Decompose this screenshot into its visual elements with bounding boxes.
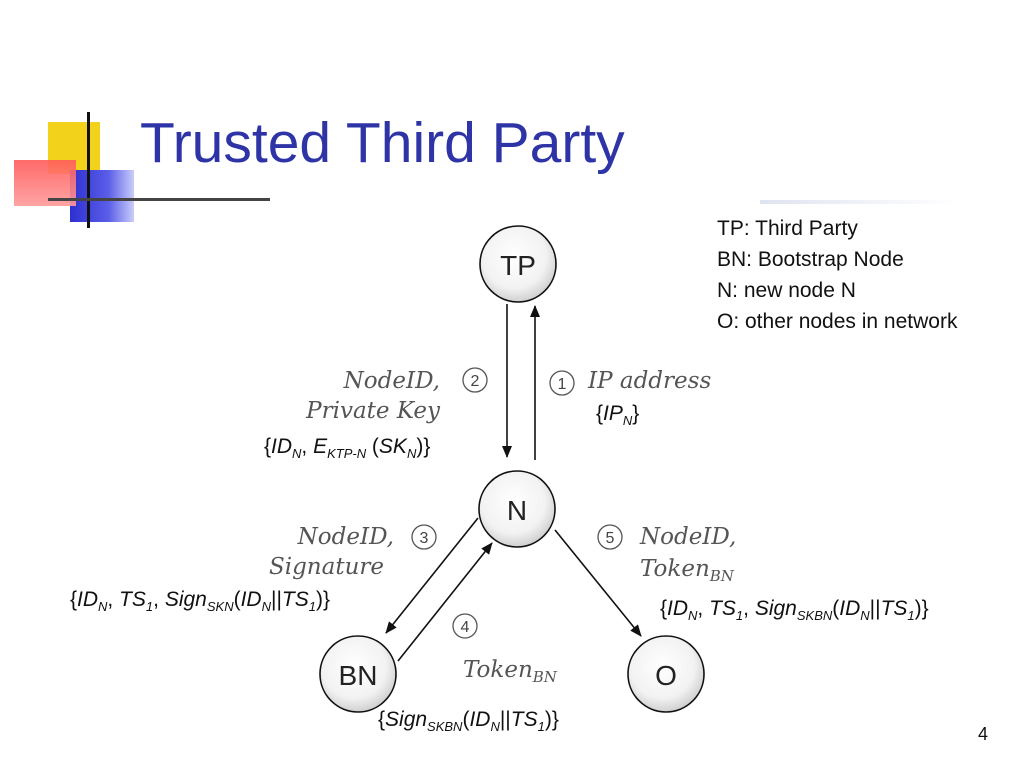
step-1-label: IP address	[587, 368, 711, 394]
step-1-badge: 1	[549, 370, 575, 396]
svg-text:2: 2	[471, 373, 480, 390]
decor-horizontal-line	[48, 198, 270, 201]
page-number: 4	[978, 724, 989, 744]
svg-text:1: 1	[558, 376, 567, 393]
step-5-label-line2: TokenBN	[640, 556, 735, 585]
title-underline	[760, 200, 960, 204]
arrow-n-to-bn	[385, 517, 479, 634]
annotation-ip: {IPN}	[596, 402, 640, 428]
svg-text:TokenBN: TokenBN	[463, 657, 558, 686]
step-3-label-line1: NodeID,	[297, 524, 394, 550]
step-5-badge: 5	[597, 524, 623, 550]
step-5-label-line1: NodeID,	[639, 524, 736, 550]
legend-item-tp: TP: Third Party	[717, 217, 858, 240]
legend-item-n: N: new node N	[717, 279, 856, 302]
slide-title: Trusted Third Party	[140, 111, 625, 175]
node-n: N	[478, 470, 556, 548]
svg-text:TokenBN: TokenBN	[640, 556, 735, 585]
legend: TP: Third Party BN: Bootstrap Node N: ne…	[717, 213, 957, 337]
step-4-label: TokenBN	[463, 657, 558, 686]
arrow-bn-to-n	[397, 542, 493, 662]
annotation-token: {SignSKBN(IDN||TS1)}	[378, 708, 559, 734]
step-2-label-line1: NodeID,	[343, 368, 440, 394]
node-bn: BN	[319, 635, 397, 713]
svg-text:3: 3	[420, 530, 429, 547]
legend-item-o: O: other nodes in network	[717, 310, 958, 333]
node-bn-label: BN	[339, 660, 378, 691]
node-tp: TP	[479, 225, 557, 303]
legend-item-bn: BN: Bootstrap Node	[717, 248, 904, 271]
node-o: O	[627, 635, 705, 713]
annotation-token-forward: {IDN, TS1, SignSKBN(IDN||TS1)}	[660, 597, 929, 623]
step-3-badge: 3	[411, 524, 437, 550]
decor-vertical-line	[87, 112, 90, 228]
svg-text:4: 4	[461, 619, 470, 636]
annotation-signature: {IDN, TS1, SignSKN(IDN||TS1)}	[70, 588, 330, 614]
step-4-badge: 4	[452, 613, 478, 639]
node-tp-label: TP	[500, 250, 536, 281]
decor-blue-square	[70, 170, 134, 222]
step-2-badge: 2	[462, 367, 488, 393]
node-n-label: N	[507, 495, 527, 526]
arrow-n-to-o	[554, 529, 642, 637]
node-o-label: O	[655, 660, 677, 691]
annotation-nodeid-key: {IDN, EKTP-N (SKN)}	[264, 435, 431, 461]
svg-text:5: 5	[606, 530, 615, 547]
step-2-label-line2: Private Key	[305, 398, 441, 424]
step-3-label-line2: Signature	[269, 554, 384, 580]
